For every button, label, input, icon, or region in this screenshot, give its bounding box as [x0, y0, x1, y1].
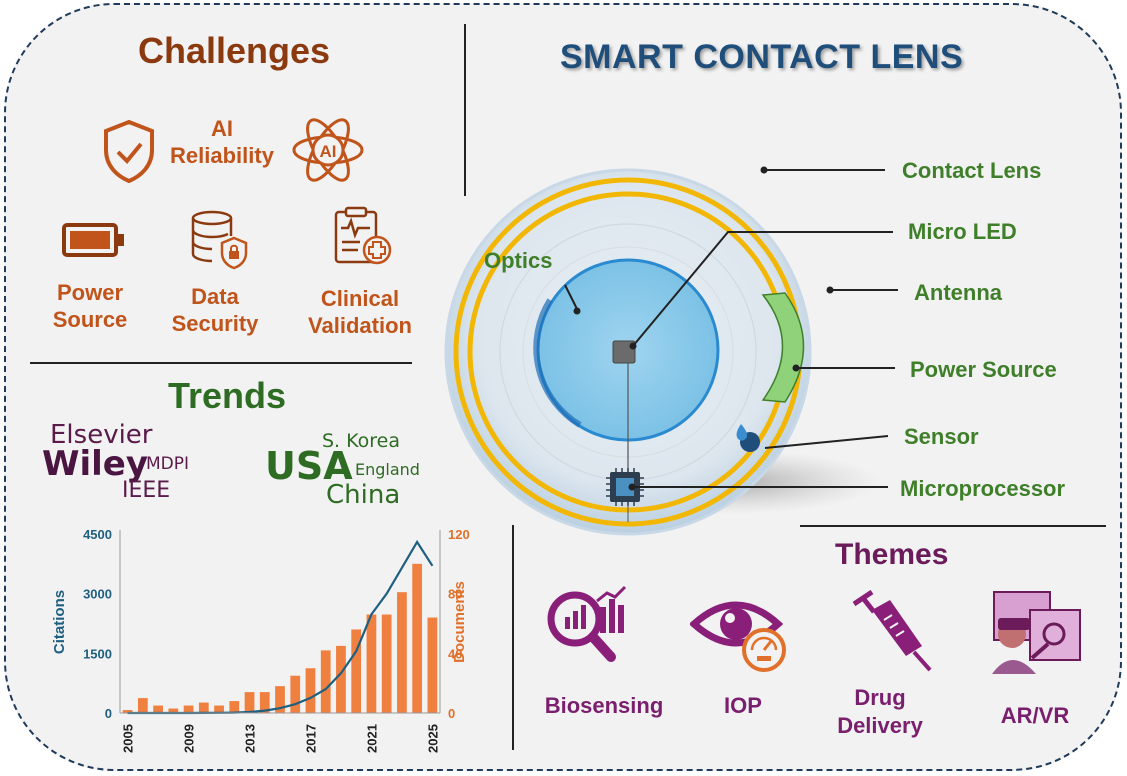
biosensing-chart-icon: [547, 585, 627, 662]
y-right-tick-label: 0: [448, 706, 455, 721]
label-sensor: Sensor: [904, 424, 979, 449]
theme-drug-delivery-label: Drug Delivery: [837, 685, 923, 738]
publisher-elsevier: Elsevier: [50, 420, 153, 450]
divider-horizontal-left: [30, 362, 412, 364]
shield-check-icon: [104, 119, 154, 184]
y-left-tick-label: 1500: [83, 646, 112, 661]
documents-bar: [122, 710, 133, 713]
documents-bar: [381, 614, 392, 713]
lens-title: SMART CONTACT LENS: [560, 38, 964, 76]
documents-bar: [397, 592, 407, 713]
country-china: China: [326, 480, 401, 510]
database-lock-icon: [191, 210, 248, 270]
svg-text:AI: AI: [320, 142, 337, 161]
label-antenna: Antenna: [914, 280, 1002, 305]
country-usa: USA: [265, 444, 353, 488]
microprocessor-chip: [606, 468, 644, 506]
documents-bar: [183, 705, 194, 713]
optics-rim-shade: [533, 298, 582, 428]
trends-title: Trends: [168, 375, 287, 416]
x-tick-label: 2005: [121, 724, 136, 753]
y-axis-left-label: Citations: [51, 590, 68, 654]
documents-bar: [244, 692, 255, 713]
y-axis-right-label: Documents: [451, 581, 468, 663]
y-right-tick-label: 80: [448, 587, 462, 602]
documents-bar: [427, 617, 438, 713]
y-right-tick-label: 120: [448, 527, 470, 542]
ai-atom-icon: AI: [292, 118, 364, 182]
divider-horizontal-right: [800, 525, 1106, 527]
battery-icon: [62, 223, 124, 257]
x-tick-label: 2021: [364, 724, 379, 753]
sensor-drop-icon: [736, 424, 748, 441]
documents-bar: [198, 702, 209, 713]
label-power-source: Power Source: [910, 357, 1057, 382]
x-tick-label: 2017: [303, 724, 318, 753]
x-tick-label: 2009: [182, 724, 197, 753]
label-micro-led: Micro LED: [908, 219, 1017, 244]
label-optics: Optics: [484, 248, 553, 273]
documents-bar: [366, 614, 377, 713]
documents-bar: [259, 692, 270, 713]
documents-bar: [320, 650, 331, 713]
documents-bar: [336, 645, 346, 713]
challenge-power-source-label: Power Source: [52, 280, 128, 332]
documents-bar: [275, 686, 285, 713]
themes-title: Themes: [835, 538, 949, 571]
divider-vertical-top: [464, 24, 466, 196]
documents-bar: [229, 701, 240, 713]
documents-bar: [305, 668, 316, 713]
syringe-icon: [852, 590, 932, 672]
country-s-korea: S. Korea: [322, 430, 401, 452]
theme-biosensing-label: Biosensing: [544, 693, 664, 718]
theme-iop-label: IOP: [724, 693, 762, 718]
y-left-tick-label: 3000: [83, 587, 112, 602]
label-microprocessor: Microprocessor: [900, 476, 1066, 501]
power-source-arc: [761, 292, 805, 403]
y-left-tick-label: 4500: [83, 527, 112, 542]
documents-bar: [290, 675, 301, 713]
documents-bar: [214, 705, 224, 713]
documents-bar: [168, 708, 179, 713]
clipboard-medical-icon: [334, 206, 392, 265]
documents-bar: [351, 629, 362, 713]
eye-pressure-icon: [690, 601, 786, 672]
documents-bar: [412, 563, 423, 713]
vr-headset-icon: [992, 591, 1081, 674]
challenge-data-security-label: Data Security: [171, 284, 259, 336]
micro-led-chip: [612, 340, 636, 364]
publisher-wiley: Wiley: [42, 444, 149, 484]
publisher-ieee: IEEE: [122, 478, 171, 503]
theme-ar-vr-label: AR/VR: [1000, 703, 1070, 728]
y-left-tick-label: 0: [105, 706, 112, 721]
label-contact-lens: Contact Lens: [902, 158, 1042, 183]
lens-diagram: [444, 168, 880, 536]
challenges-title: Challenges: [138, 30, 331, 71]
challenge-ai-reliability-label: AI Reliability: [170, 116, 274, 168]
citations-documents-chart: 0 1500 3000 4500 0 40 80 120 2005 2009 2013 2017 2…: [51, 527, 470, 753]
y-right-tick-label: 40: [448, 646, 462, 661]
x-tick-label: 2013: [243, 724, 258, 753]
challenge-clinical-validation-label: Clinical Validation: [308, 286, 412, 338]
divider-vertical-bottom: [512, 525, 514, 750]
documents-bar: [153, 705, 163, 713]
publisher-mdpi: MDPI: [146, 454, 190, 474]
documents-bar: [137, 698, 148, 713]
x-tick-label: 2025: [425, 724, 440, 753]
country-england: England: [355, 460, 420, 479]
